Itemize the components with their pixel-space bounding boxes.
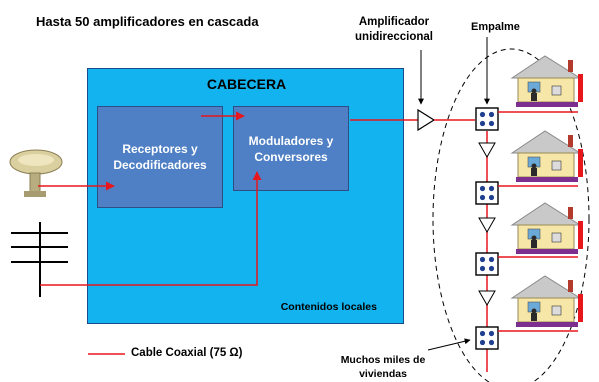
satellite-dish-icon — [9, 149, 63, 197]
diagram-title: Hasta 50 amplificadores en cascada — [36, 14, 259, 29]
house-icon — [507, 130, 584, 186]
splice-label: Empalme — [471, 21, 520, 33]
cable-antenna-to-modulators — [40, 171, 262, 286]
receivers-box: Receptores y Decodificadores — [97, 106, 223, 208]
splice-icon — [475, 181, 499, 205]
splice-icon — [475, 252, 499, 276]
receivers-label: Receptores y Decodificadores — [113, 142, 207, 172]
house-icon — [507, 55, 584, 111]
homes-label: Muchos miles de viviendas — [340, 354, 426, 380]
house-icon — [507, 202, 584, 258]
legend-cable-label: Cable Coaxial (75 Ω) — [131, 347, 243, 359]
headend-box: CABECERA Receptores y Decodificadores Mo… — [87, 68, 404, 324]
local-content-label: Contenidos locales — [280, 301, 377, 313]
homes-ellipse — [432, 48, 590, 382]
modulators-box: Moduladores y Conversores — [233, 106, 349, 191]
homes-pointer — [427, 338, 471, 351]
amplifier-icon — [417, 108, 436, 132]
antenna-icon — [11, 222, 68, 297]
modulators-label: Moduladores y Conversores — [248, 133, 334, 164]
house-icon — [507, 275, 584, 331]
cascade-amplifier-icon — [478, 217, 496, 234]
headend-title: CABECERA — [206, 76, 287, 92]
cascade-amplifier-icon — [478, 142, 496, 159]
splice-icon — [475, 107, 499, 131]
amplifier-label: Amplificador unidireccional — [355, 16, 433, 43]
cascade-amplifier-icon — [478, 290, 496, 307]
splice-icon — [475, 326, 499, 350]
